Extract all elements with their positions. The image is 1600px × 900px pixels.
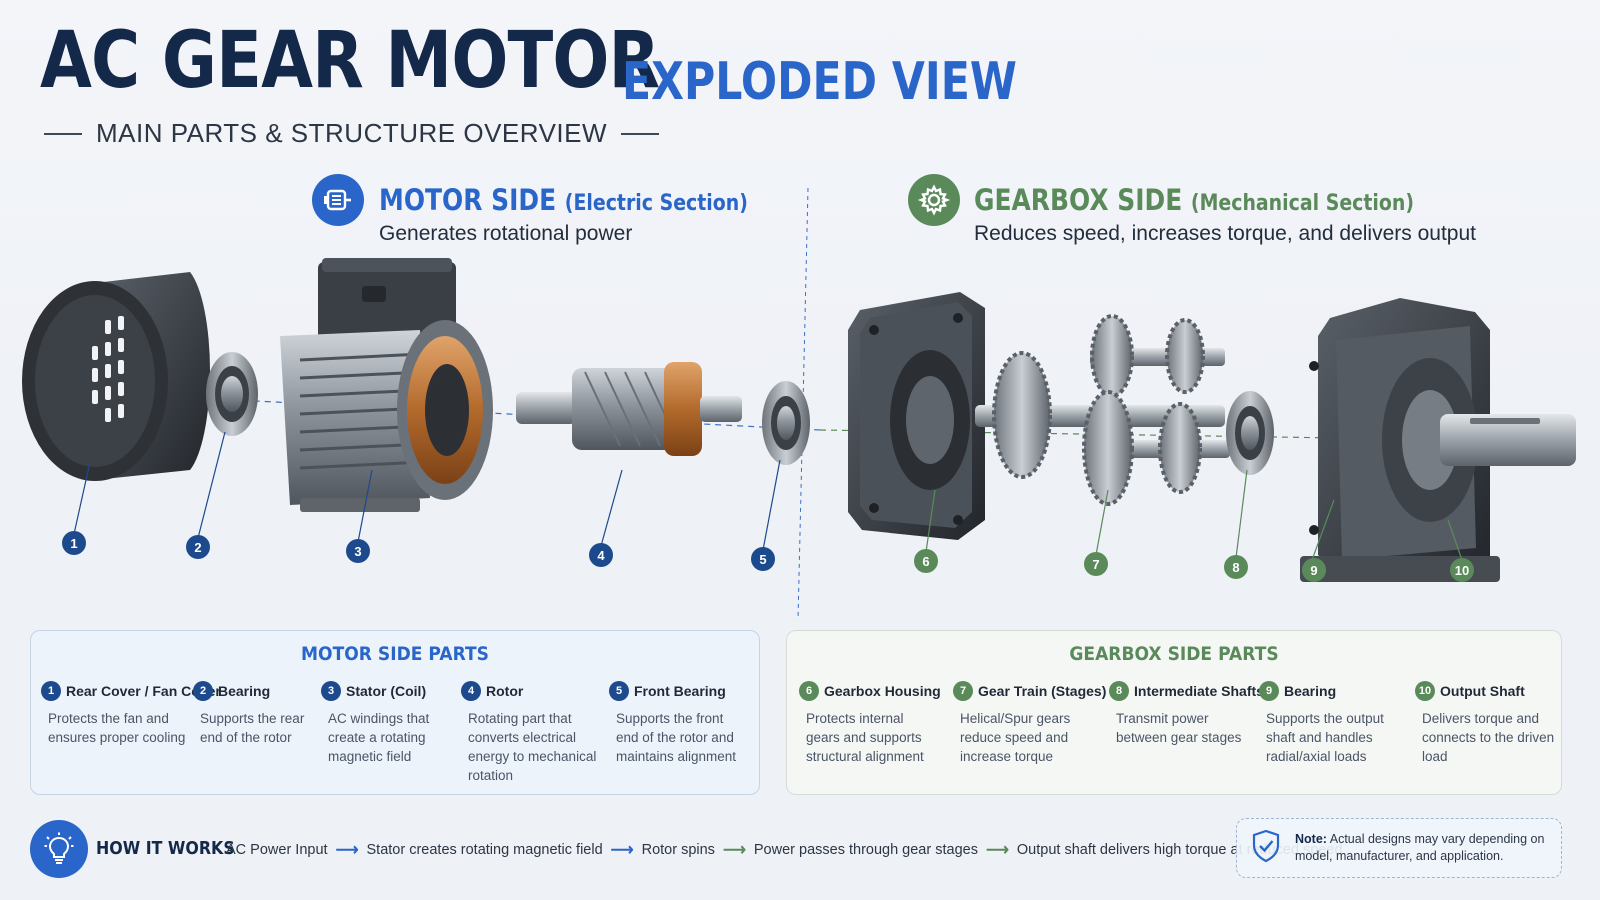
flow-step-2: Stator creates rotating magnetic field bbox=[366, 842, 603, 858]
callout-2: 2 bbox=[186, 535, 210, 559]
part-name: Bearing bbox=[1284, 683, 1337, 699]
part-description: Transmit power between gear stages bbox=[1116, 711, 1242, 745]
note-body: Actual designs may vary depending on mod… bbox=[1295, 832, 1545, 863]
part-name: Stator (Coil) bbox=[346, 683, 427, 699]
lightbulb-icon bbox=[30, 820, 88, 878]
motor-part-3: 3 Stator (Coil) AC windings that create a… bbox=[321, 681, 451, 766]
part-number: 8 bbox=[1109, 681, 1129, 701]
motor-part-2: 2 Bearing Supports the rear end of the ro… bbox=[193, 681, 323, 747]
gearbox-housing-illustration bbox=[848, 292, 985, 540]
gear-train-illustration bbox=[975, 314, 1230, 506]
callout-5: 5 bbox=[751, 547, 775, 571]
callout-8: 8 bbox=[1224, 555, 1248, 579]
flow-step-1: AC Power Input bbox=[226, 842, 328, 858]
callout-9: 9 bbox=[1302, 558, 1326, 582]
callout-6: 6 bbox=[914, 549, 938, 573]
part-number: 5 bbox=[609, 681, 629, 701]
part-number: 4 bbox=[461, 681, 481, 701]
motor-side-title: MOTOR SIDE (Electric Section) bbox=[379, 186, 748, 215]
gearbox-side-title-main: GEARBOX SIDE bbox=[974, 183, 1183, 217]
page-subtitle: MAIN PARTS & STRUCTURE OVERVIEW bbox=[96, 118, 608, 148]
motor-parts-panel: MOTOR SIDE PARTS 1 Rear Cover / Fan Cover… bbox=[30, 630, 760, 795]
fan-cover-illustration bbox=[22, 272, 211, 481]
rear-bearing-illustration bbox=[206, 352, 258, 436]
motor-part-4: 4 Rotor Rotating part that converts elect… bbox=[461, 681, 601, 785]
part-description: Protects internal gears and supports str… bbox=[806, 711, 924, 764]
motor-icon bbox=[312, 174, 364, 226]
flow-step-4: Power passes through gear stages bbox=[753, 842, 978, 858]
part-name: Front Bearing bbox=[634, 683, 726, 699]
motor-part-5: 5 Front Bearing Supports the front end of… bbox=[609, 681, 749, 766]
part-description: Helical/Spur gears reduce speed and incr… bbox=[960, 711, 1071, 764]
output-housing-illustration bbox=[1300, 298, 1576, 582]
part-description: AC windings that create a rotating magne… bbox=[328, 711, 430, 764]
gearbox-bearing-illustration bbox=[1226, 391, 1274, 475]
part-description: Protects the fan and ensures proper cool… bbox=[48, 711, 186, 745]
part-description: Supports the output shaft and handles ra… bbox=[1266, 711, 1384, 764]
arrow-right-icon: ⟶ bbox=[722, 842, 746, 859]
how-it-works-label: HOW IT WORKS bbox=[96, 838, 235, 859]
gearbox-part-9: 9 Bearing Supports the output shaft and h… bbox=[1259, 681, 1399, 766]
part-description: Delivers torque and connects to the driv… bbox=[1422, 711, 1555, 764]
gearbox-parts-panel: GEARBOX SIDE PARTS 6 Gearbox Housing Prot… bbox=[786, 630, 1562, 795]
note-text: Note: Actual designs may vary depending … bbox=[1295, 831, 1545, 865]
gearbox-part-8: 8 Intermediate Shafts Transmit power betw… bbox=[1109, 681, 1264, 747]
motor-part-1: 1 Rear Cover / Fan Cover Protects the fan… bbox=[41, 681, 221, 747]
part-number: 2 bbox=[193, 681, 213, 701]
part-name: Rotor bbox=[486, 683, 524, 699]
note-label: Note: bbox=[1295, 832, 1327, 846]
arrow-right-icon: ⟶ bbox=[610, 842, 634, 859]
gearbox-side-description: Reduces speed, increases torque, and del… bbox=[974, 222, 1476, 245]
callout-7: 7 bbox=[1084, 552, 1108, 576]
page-title-accent: EXPLODED VIEW bbox=[622, 52, 1017, 112]
part-number: 3 bbox=[321, 681, 341, 701]
part-description: Rotating part that converts electrical e… bbox=[468, 711, 597, 783]
page-title: AC GEAR MOTOR bbox=[40, 16, 660, 106]
part-name: Gear Train (Stages) bbox=[978, 683, 1107, 699]
callout-1: 1 bbox=[62, 531, 86, 555]
callout-3: 3 bbox=[346, 539, 370, 563]
part-name: Rear Cover / Fan Cover bbox=[66, 683, 221, 699]
gearbox-side-title: GEARBOX SIDE (Mechanical Section) bbox=[974, 186, 1414, 215]
part-number: 1 bbox=[41, 681, 61, 701]
part-number: 7 bbox=[953, 681, 973, 701]
motor-side-title-main: MOTOR SIDE bbox=[379, 183, 557, 217]
motor-side-description: Generates rotational power bbox=[379, 222, 633, 245]
gearbox-parts-title: GEARBOX SIDE PARTS bbox=[1069, 643, 1279, 665]
subtitle-rule-right bbox=[621, 132, 660, 135]
stator-illustration bbox=[280, 258, 493, 512]
shield-check-icon bbox=[1251, 829, 1281, 868]
how-it-works-flow: AC Power Input ⟶ Stator creates rotating… bbox=[226, 840, 1343, 860]
gear-icon bbox=[908, 174, 960, 226]
part-description: Supports the front end of the rotor and … bbox=[616, 711, 737, 764]
exploded-view-diagram bbox=[22, 187, 1576, 620]
part-name: Intermediate Shafts bbox=[1134, 683, 1264, 699]
gearbox-part-10: 10 Output Shaft Delivers torque and conne… bbox=[1415, 681, 1555, 766]
subtitle-row: MAIN PARTS & STRUCTURE OVERVIEW bbox=[44, 118, 660, 149]
front-bearing-illustration bbox=[762, 381, 810, 465]
part-number: 6 bbox=[799, 681, 819, 701]
part-name: Gearbox Housing bbox=[824, 683, 941, 699]
part-number: 10 bbox=[1415, 681, 1435, 701]
motor-parts-title: MOTOR SIDE PARTS bbox=[301, 643, 489, 665]
rotor-illustration bbox=[516, 362, 742, 456]
part-name: Output Shaft bbox=[1440, 683, 1525, 699]
callout-4: 4 bbox=[589, 543, 613, 567]
gearbox-part-7: 7 Gear Train (Stages) Helical/Spur gears … bbox=[953, 681, 1106, 766]
gearbox-part-6: 6 Gearbox Housing Protects internal gears… bbox=[799, 681, 941, 766]
subtitle-rule-left bbox=[44, 132, 82, 135]
part-name: Bearing bbox=[218, 683, 271, 699]
part-number: 9 bbox=[1259, 681, 1279, 701]
arrow-right-icon: ⟶ bbox=[335, 842, 359, 859]
callout-10: 10 bbox=[1450, 558, 1474, 582]
arrow-right-icon: ⟶ bbox=[985, 842, 1009, 859]
note-box: Note: Actual designs may vary depending … bbox=[1236, 818, 1562, 878]
part-description: Supports the rear end of the rotor bbox=[200, 711, 305, 745]
flow-step-3: Rotor spins bbox=[641, 842, 715, 858]
gearbox-side-title-paren: (Mechanical Section) bbox=[1190, 191, 1415, 216]
motor-side-title-paren: (Electric Section) bbox=[564, 191, 748, 216]
